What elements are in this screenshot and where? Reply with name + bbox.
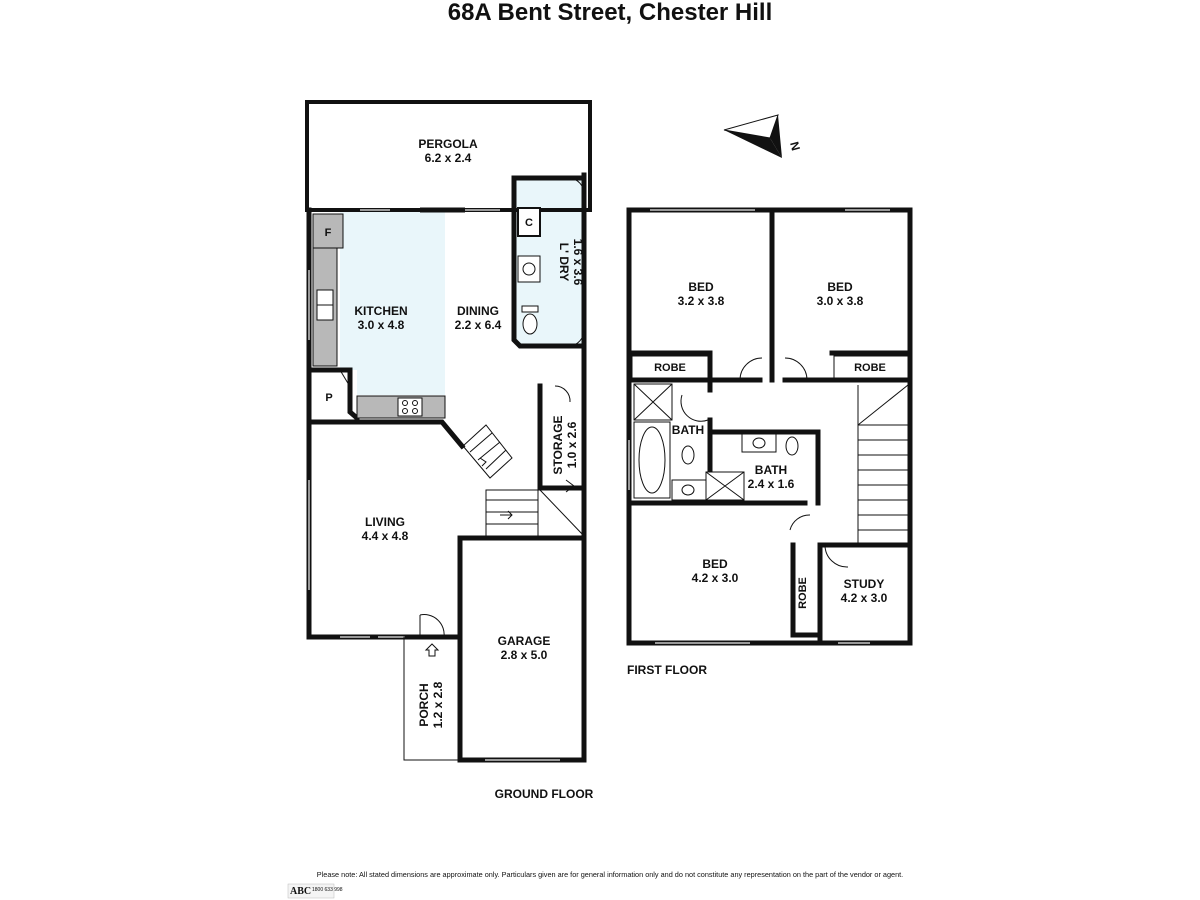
bed3-name: BED (702, 557, 728, 571)
living-name: LIVING (365, 515, 405, 529)
bed3-dim: 4.2 x 3.0 (692, 571, 739, 585)
garage-dim: 2.8 x 5.0 (501, 648, 548, 662)
compass-icon: N (723, 114, 803, 158)
storage-arrow-icon (565, 479, 575, 493)
vanity2-icon (741, 433, 777, 453)
laundry-dim: 1.6 x 3.6 (571, 239, 585, 286)
robe2-name: ROBE (854, 362, 886, 374)
logo-phone: 1800 633 998 (312, 887, 343, 893)
bath1-door (680, 394, 709, 422)
laundry-door-bottom (569, 329, 585, 347)
pergola-name: PERGOLA (418, 137, 478, 151)
ground-floor-label: GROUND FLOOR (495, 787, 594, 801)
stairs-ground (485, 489, 585, 537)
porch-outline (403, 636, 459, 761)
company-logo: ABC 1800 633 998 (287, 883, 343, 899)
cooktop-icon (397, 397, 423, 417)
ground-floor-walls (306, 172, 587, 763)
storage-door (554, 385, 571, 403)
robe1-box (631, 355, 709, 379)
shower2-cross (705, 471, 745, 501)
disclaimer-text: Please note: All stated dimensions are a… (317, 870, 903, 879)
compass-north: N (787, 140, 803, 152)
robe2-box (833, 355, 909, 379)
bed1-door (739, 357, 763, 381)
entry-arrow-icon (424, 643, 440, 657)
bed3-door (789, 514, 811, 531)
laundry-name: L' DRY (557, 243, 571, 281)
study-dim: 4.2 x 3.0 (841, 591, 888, 605)
pergola-outline (305, 100, 592, 212)
bath2-dim: 2.4 x 1.6 (748, 477, 795, 491)
bed1-name: BED (688, 280, 714, 294)
bed2-dim: 3.0 x 3.8 (817, 294, 864, 308)
stairs-first (857, 384, 909, 544)
vanity1-icon (671, 479, 709, 501)
first-floor-walls (626, 207, 913, 646)
garage-name: GARAGE (498, 634, 551, 648)
kitchen-name: KITCHEN (354, 304, 407, 318)
robe3-name: ROBE (797, 577, 809, 609)
first-floor-label: FIRST FLOOR (627, 663, 707, 677)
kitchen-floor (340, 212, 445, 395)
page-title: 68A Bent Street, Chester Hill (448, 0, 773, 26)
study-door (824, 544, 849, 568)
porch-dim: 1.2 x 2.8 (431, 681, 445, 728)
logo-text: ABC (290, 886, 311, 897)
ground-floor-plan: F P C (305, 100, 594, 801)
dining-dim: 2.2 x 6.4 (455, 318, 502, 332)
laundry-door-top (569, 177, 585, 195)
storage-name: STORAGE (551, 415, 565, 474)
dining-name: DINING (457, 304, 499, 318)
bath2-name: BATH (755, 463, 787, 477)
porch-door (419, 614, 445, 638)
robe1-name: ROBE (654, 362, 686, 374)
first-floor-plan: BED 3.2 x 3.8 BED 3.0 x 3.8 ROBE ROBE BA… (626, 207, 913, 677)
stairs-diagonal (462, 424, 513, 479)
fridge-label: F (325, 227, 332, 239)
porch-name: PORCH (417, 683, 431, 726)
tub-icon (517, 255, 541, 283)
pergola-dim: 6.2 x 2.4 (425, 151, 472, 165)
bed1-dim: 3.2 x 3.8 (678, 294, 725, 308)
pantry-label: P (325, 392, 332, 404)
toilet-icon (521, 305, 539, 313)
pantry-door (339, 369, 353, 391)
kitchen-dim: 3.0 x 4.8 (358, 318, 405, 332)
bath1-name: BATH (672, 423, 704, 437)
bed2-name: BED (827, 280, 853, 294)
sliding-door (420, 207, 465, 213)
fridge-box (312, 213, 344, 249)
cupboard-box (517, 207, 541, 237)
living-dim: 4.4 x 4.8 (362, 529, 409, 543)
study-name: STUDY (844, 577, 885, 591)
storage-dim: 1.0 x 2.6 (565, 421, 579, 468)
cupboard-label: C (525, 217, 533, 229)
shower1-cross (633, 383, 673, 421)
bed2-door (784, 357, 808, 381)
